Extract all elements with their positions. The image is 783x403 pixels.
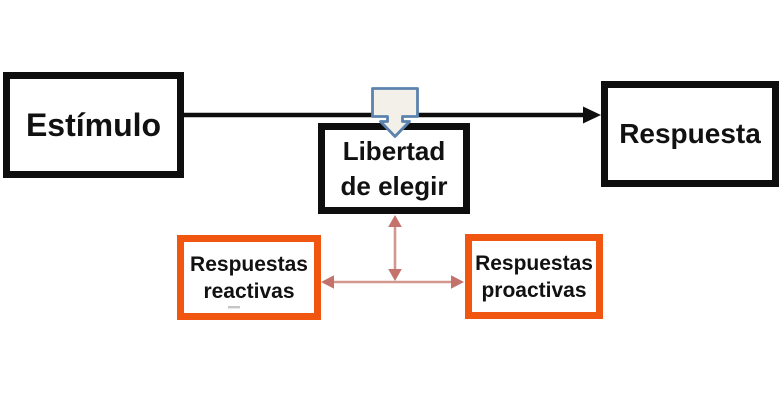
- vertical-double-arrow-bottom-head: [388, 269, 402, 281]
- node-respuesta: Respuesta: [601, 81, 779, 187]
- node-libertad-label: Libertad de elegir: [340, 135, 448, 201]
- node-proactivas-label: Respuestas proactivas: [475, 251, 593, 302]
- node-estimulo: Estímulo: [3, 72, 184, 178]
- horizontal-double-arrow-right-head: [451, 275, 464, 289]
- node-reactivas-label: Respuestas reactivas: [190, 252, 308, 303]
- node-respuestas-proactivas: Respuestas proactivas: [465, 234, 603, 319]
- node-libertad-de-elegir: Libertad de elegir: [318, 123, 470, 214]
- horizontal-double-arrow-left-head: [321, 275, 334, 289]
- vertical-double-arrow-top-head: [388, 215, 402, 227]
- node-respuestas-reactivas: Respuestas reactivas: [177, 235, 321, 320]
- node-respuesta-label: Respuesta: [619, 118, 761, 149]
- stimulus-response-arrowhead: [583, 106, 601, 124]
- node-estimulo-label: Estímulo: [25, 106, 162, 143]
